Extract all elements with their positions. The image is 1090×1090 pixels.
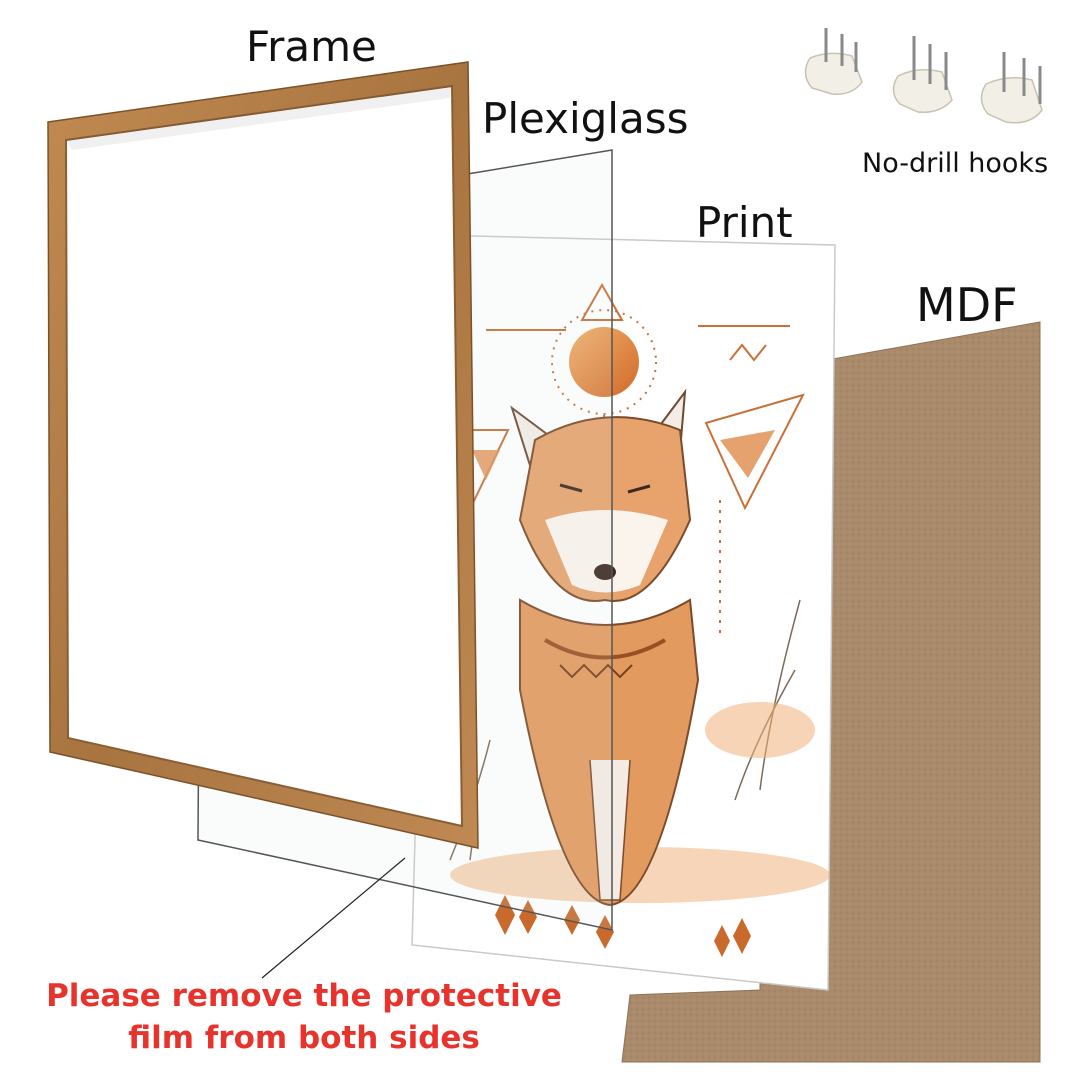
notice-line-1: Please remove the protective	[46, 978, 562, 1014]
frame-label: Frame	[246, 22, 377, 71]
wooden-frame	[47, 61, 479, 849]
print-sheet	[411, 234, 836, 991]
notice-line-2: film from both sides	[128, 1019, 480, 1056]
no-drill-hooks-icon	[804, 28, 1043, 124]
notice-pointer	[261, 857, 406, 979]
fox-illustration	[510, 388, 700, 907]
plexiglass-label: Plexiglass	[482, 94, 689, 143]
mdf-label: MDF	[916, 278, 1018, 332]
hooks-label: No-drill hooks	[862, 148, 1049, 179]
protective-film-notice: Please remove the protective film from b…	[24, 976, 584, 1060]
print-label: Print	[696, 198, 793, 247]
